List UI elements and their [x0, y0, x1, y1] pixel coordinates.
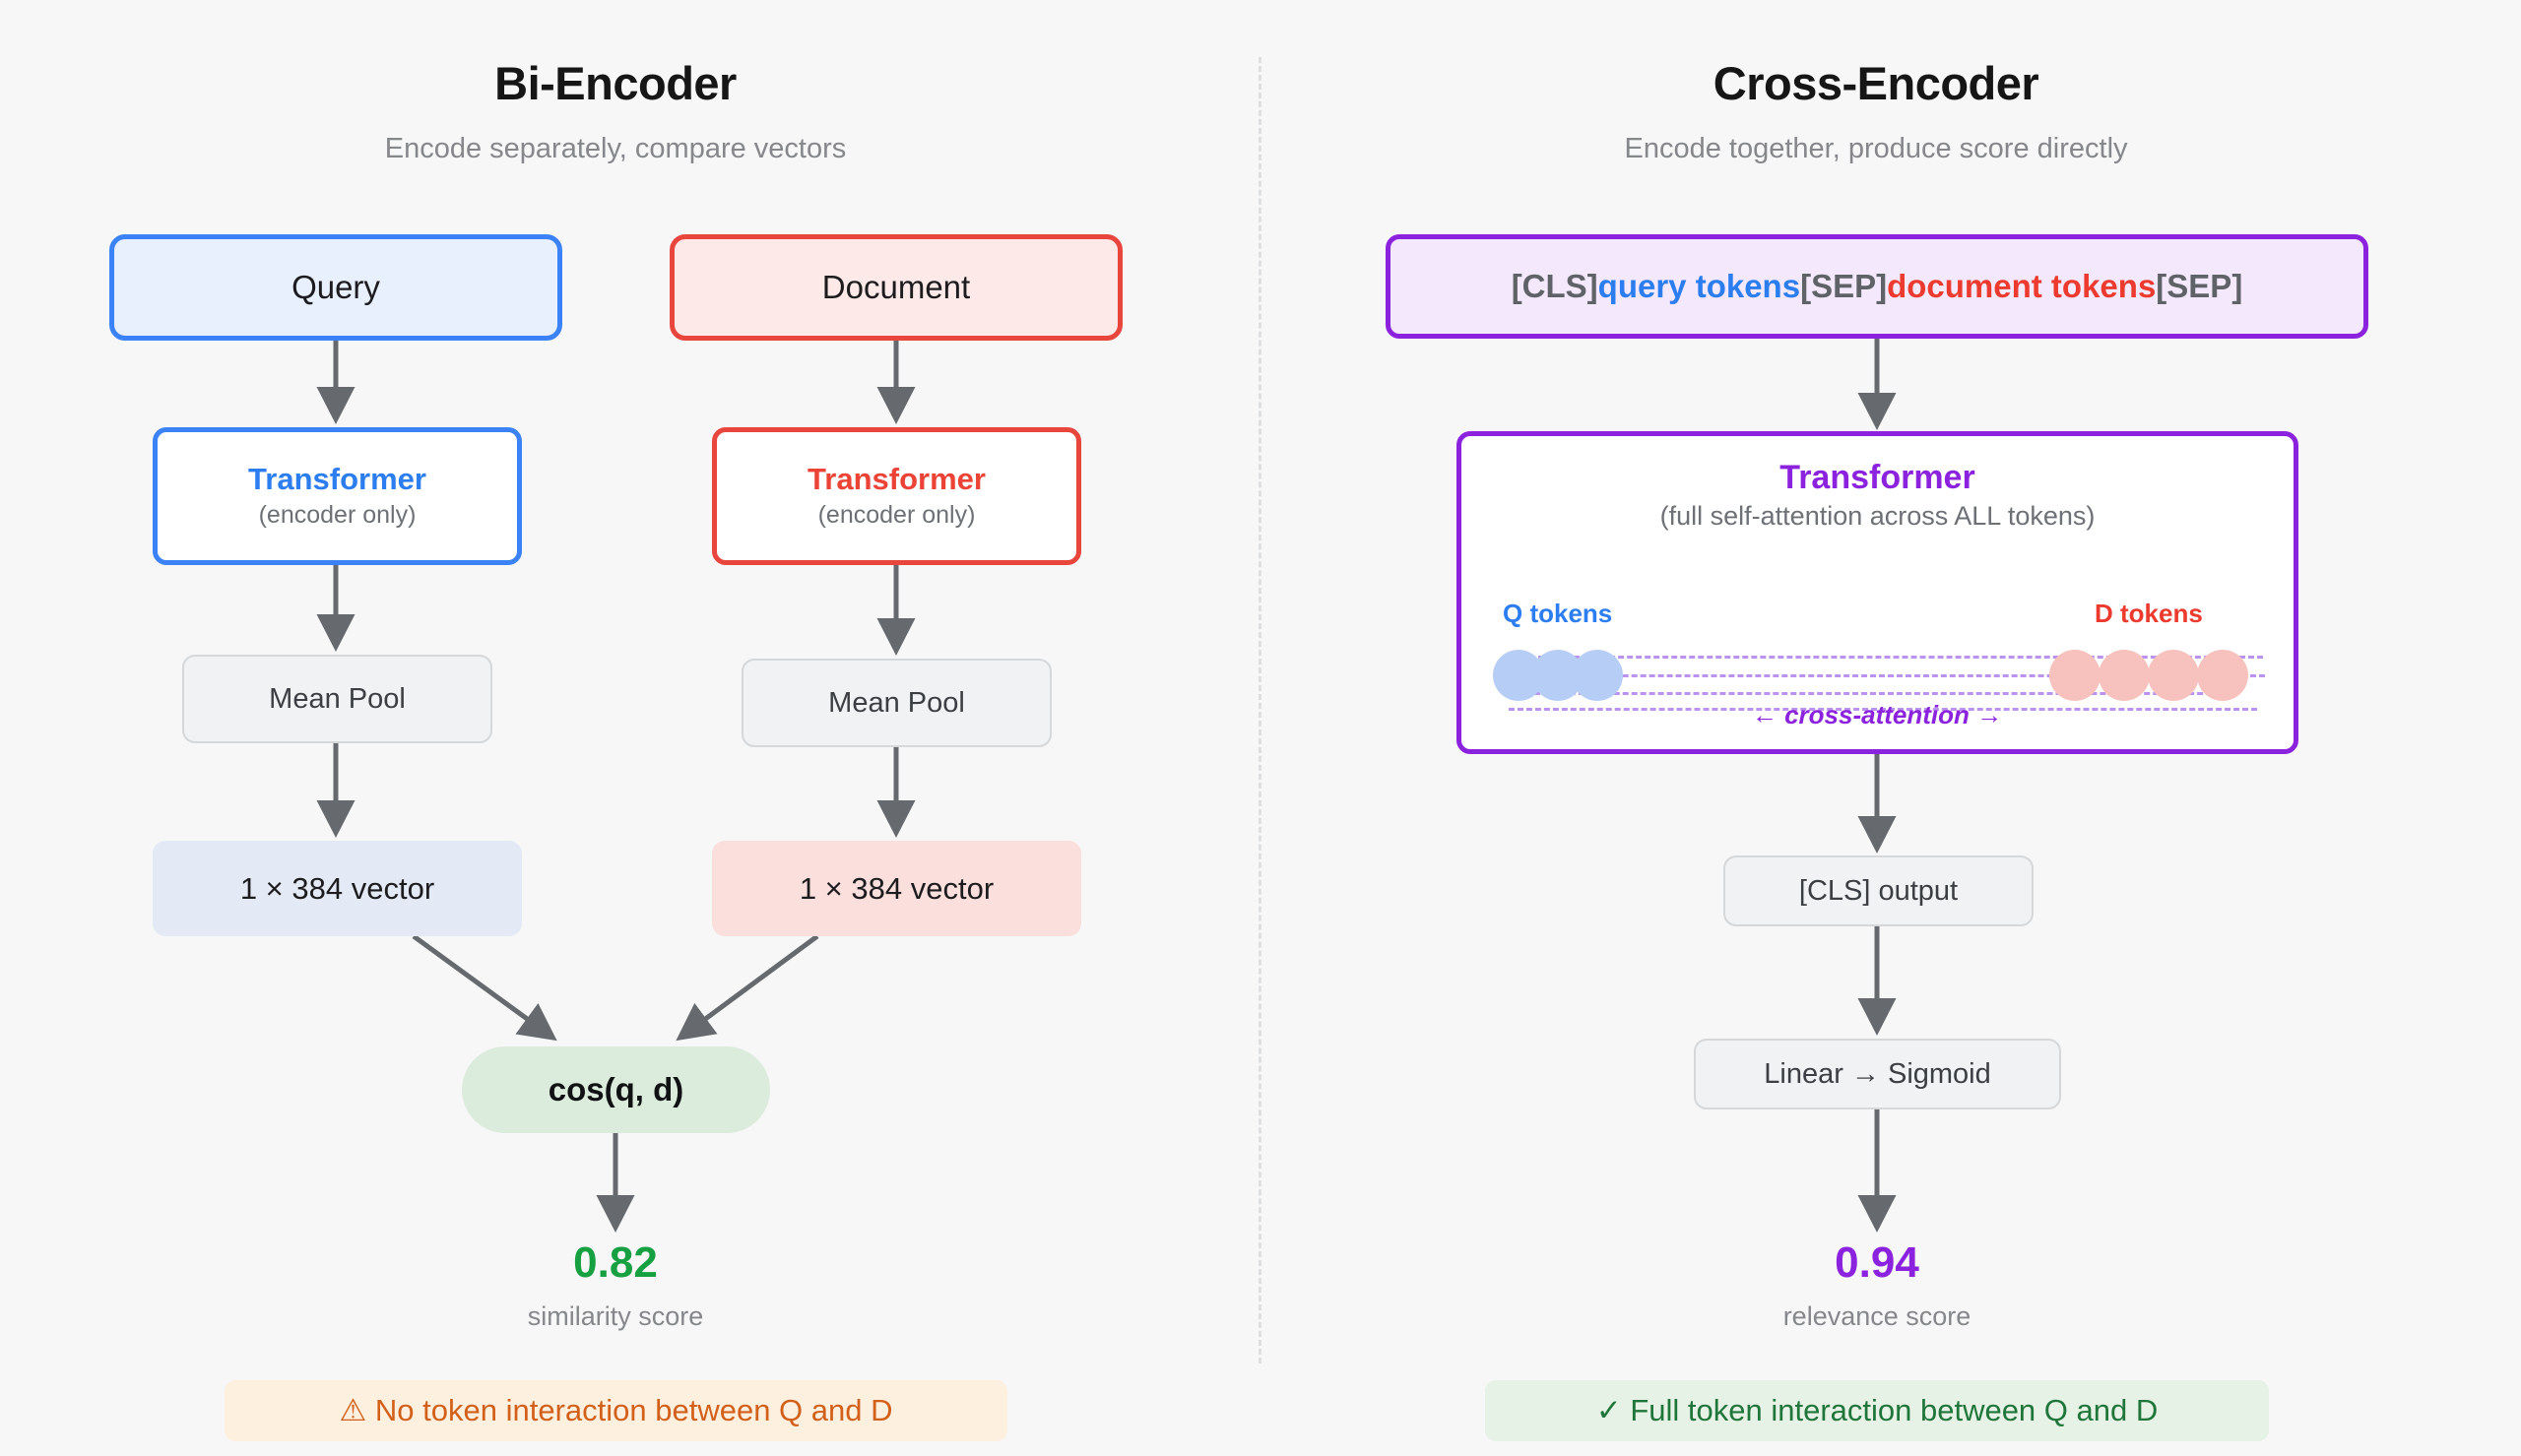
- q-tokens-label: Q tokens: [1503, 599, 1613, 628]
- query-mean-pool-label: Mean Pool: [269, 682, 406, 715]
- q-token-dot: [1572, 650, 1623, 701]
- cross-encoder-title: Cross-Encoder: [1713, 57, 2039, 109]
- document-mean-pool-box[interactable]: Mean Pool: [742, 659, 1052, 747]
- cross-attention-line: [1525, 692, 2238, 695]
- d-token-dot: [2148, 650, 2199, 701]
- query-transformer-subtitle: (encoder only): [258, 501, 417, 530]
- query-input-box[interactable]: Query: [109, 234, 562, 341]
- full-token-interaction-banner: ✓ Full token interaction between Q and D: [1485, 1380, 2269, 1441]
- query-transformer-box[interactable]: Transformer (encoder only): [153, 427, 522, 565]
- cross-attention-line: [1517, 674, 2265, 677]
- document-input-label: Document: [821, 269, 971, 305]
- full-token-interaction-text: ✓ Full token interaction between Q and D: [1595, 1393, 2159, 1427]
- document-input-box[interactable]: Document: [670, 234, 1123, 341]
- cls-output-box[interactable]: [CLS] output: [1723, 855, 2034, 926]
- document-tokens-span: document tokens: [1887, 268, 2157, 304]
- document-vector-label: 1 × 384 vector: [799, 870, 995, 906]
- cross-transformer-title: Transformer: [1779, 459, 1975, 496]
- document-transformer-title: Transformer: [808, 461, 986, 496]
- linear-sigmoid-label: Linear → Sigmoid: [1764, 1057, 1991, 1090]
- no-token-interaction-banner: ⚠ No token interaction between Q and D: [225, 1380, 1007, 1441]
- cross-attention-caption: ← cross-attention →: [1751, 700, 2003, 729]
- cosine-similarity-label: cos(q, d): [548, 1071, 684, 1108]
- cosine-similarity-node[interactable]: cos(q, d): [462, 1046, 770, 1133]
- bi-encoder-title: Bi-Encoder: [494, 57, 737, 109]
- similarity-score-value: 0.82: [573, 1238, 658, 1287]
- document-transformer-box[interactable]: Transformer (encoder only): [712, 427, 1081, 565]
- no-token-interaction-text: ⚠ No token interaction between Q and D: [339, 1393, 893, 1427]
- document-transformer-subtitle: (encoder only): [817, 501, 976, 530]
- query-tokens-span: query tokens: [1597, 268, 1801, 304]
- query-input-label: Query: [291, 269, 380, 305]
- column-divider: [1259, 57, 1261, 1363]
- query-transformer-title: Transformer: [248, 461, 426, 496]
- linear-sigmoid-box[interactable]: Linear → Sigmoid: [1694, 1039, 2061, 1109]
- bi-encoder-subtitle: Encode separately, compare vectors: [384, 133, 847, 164]
- cross-encoder-subtitle: Encode together, produce score directly: [1624, 133, 2128, 164]
- d-token-dot: [2099, 650, 2150, 701]
- query-vector-box[interactable]: 1 × 384 vector: [153, 841, 522, 936]
- cross-attention-line: [1509, 708, 2257, 711]
- query-mean-pool-box[interactable]: Mean Pool: [182, 655, 492, 743]
- sep-end-token: [SEP]: [2156, 268, 2243, 304]
- d-token-dot: [2049, 650, 2101, 701]
- sep-mid-token: [SEP]: [1800, 268, 1888, 304]
- similarity-score-label: similarity score: [527, 1301, 704, 1331]
- relevance-score-value: 0.94: [1835, 1238, 1919, 1287]
- query-vector-label: 1 × 384 vector: [239, 870, 435, 906]
- document-vector-box[interactable]: 1 × 384 vector: [712, 841, 1081, 936]
- d-token-dot: [2197, 650, 2248, 701]
- document-mean-pool-label: Mean Pool: [828, 686, 965, 719]
- cross-transformer-subtitle: (full self-attention across ALL tokens): [1659, 501, 2096, 532]
- cross-attention-line: [1529, 656, 2263, 659]
- relevance-score-label: relevance score: [1782, 1301, 1972, 1331]
- combined-token-input-box[interactable]: [CLS] query tokens [SEP] document tokens…: [1386, 234, 2368, 339]
- d-tokens-label: D tokens: [2095, 599, 2203, 628]
- cls-open-token: [CLS]: [1511, 268, 1598, 304]
- cls-output-label: [CLS] output: [1798, 874, 1959, 907]
